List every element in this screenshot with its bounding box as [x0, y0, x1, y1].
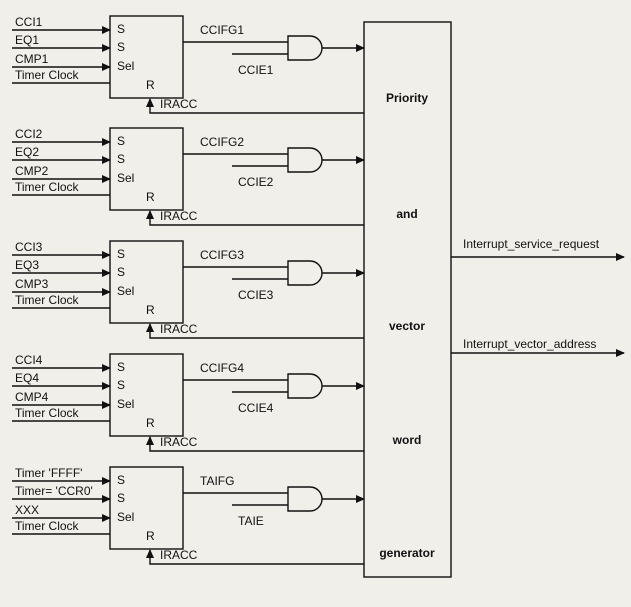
pin-r: R — [146, 190, 155, 204]
pin-s2: S — [117, 491, 125, 505]
pin-sel: Sel — [117, 171, 134, 185]
input-label: Timer= 'CCR0' — [15, 484, 93, 498]
iracc-wire — [146, 323, 364, 339]
pin-r: R — [146, 416, 155, 430]
flag-label: CCIFG3 — [200, 248, 244, 262]
pin-s2: S — [117, 265, 125, 279]
flag-label: CCIFG2 — [200, 135, 244, 149]
iracc-wire — [146, 210, 364, 226]
input-label: CCI1 — [15, 15, 43, 29]
input-label: EQ3 — [15, 258, 39, 272]
input-label: EQ2 — [15, 145, 39, 159]
iracc-label: IRACC — [160, 435, 198, 449]
enable-label: CCIE2 — [238, 175, 274, 189]
pin-r: R — [146, 529, 155, 543]
flag-label: CCIFG1 — [200, 23, 244, 37]
enable-label: CCIE1 — [238, 63, 274, 77]
input-label: CCI2 — [15, 127, 43, 141]
pin-sel: Sel — [117, 510, 134, 524]
pin-s1: S — [117, 247, 125, 261]
priority-label: Priority — [386, 91, 428, 105]
input-label: Timer Clock — [15, 68, 80, 82]
flag-label: CCIFG4 — [200, 361, 244, 375]
pin-s2: S — [117, 152, 125, 166]
enable-label: CCIE4 — [238, 401, 274, 415]
generator-label: generator — [379, 546, 435, 560]
pin-r: R — [146, 78, 155, 92]
and-gate — [287, 486, 323, 512]
input-label: EQ4 — [15, 371, 39, 385]
iracc-wire — [146, 549, 364, 565]
input-label: CMP2 — [15, 164, 49, 178]
and-label: and — [396, 207, 417, 221]
pin-sel: Sel — [117, 284, 134, 298]
and-gate — [287, 260, 323, 286]
vector-label: vector — [389, 319, 425, 333]
input-label: Timer Clock — [15, 180, 80, 194]
pin-s1: S — [117, 22, 125, 36]
pin-s2: S — [117, 378, 125, 392]
enable-label: TAIE — [238, 514, 264, 528]
input-label: Timer Clock — [15, 293, 80, 307]
iracc-label: IRACC — [160, 322, 198, 336]
input-label: CMP4 — [15, 390, 49, 404]
input-label: CMP3 — [15, 277, 49, 291]
iracc-wire — [146, 436, 364, 452]
and-gate — [287, 35, 323, 61]
input-label: Timer Clock — [15, 519, 80, 533]
input-label: Timer 'FFFF' — [15, 466, 82, 480]
input-label: EQ1 — [15, 33, 39, 47]
flag-label: TAIFG — [200, 474, 234, 488]
pin-sel: Sel — [117, 397, 134, 411]
input-label: CCI3 — [15, 240, 43, 254]
input-label: Timer Clock — [15, 406, 80, 420]
enable-label: CCIE3 — [238, 288, 274, 302]
pin-s2: S — [117, 40, 125, 54]
and-gate — [287, 147, 323, 173]
pin-sel: Sel — [117, 59, 134, 73]
pin-s1: S — [117, 134, 125, 148]
pin-r: R — [146, 303, 155, 317]
iracc-wire — [146, 98, 364, 114]
iracc-label: IRACC — [160, 548, 198, 562]
and-gate — [287, 373, 323, 399]
iracc-label: IRACC — [160, 209, 198, 223]
priority-vector-generator-block — [363, 21, 452, 578]
input-label: CCI4 — [15, 353, 43, 367]
iracc-label: IRACC — [160, 97, 198, 111]
input-label: CMP1 — [15, 52, 49, 66]
pin-s1: S — [117, 473, 125, 487]
interrupt-vector-address-label: Interrupt_vector_address — [463, 337, 596, 351]
interrupt-service-request-label: Interrupt_service_request — [463, 237, 600, 251]
input-label: XXX — [15, 503, 39, 517]
pin-s1: S — [117, 360, 125, 374]
word-label: word — [392, 433, 422, 447]
